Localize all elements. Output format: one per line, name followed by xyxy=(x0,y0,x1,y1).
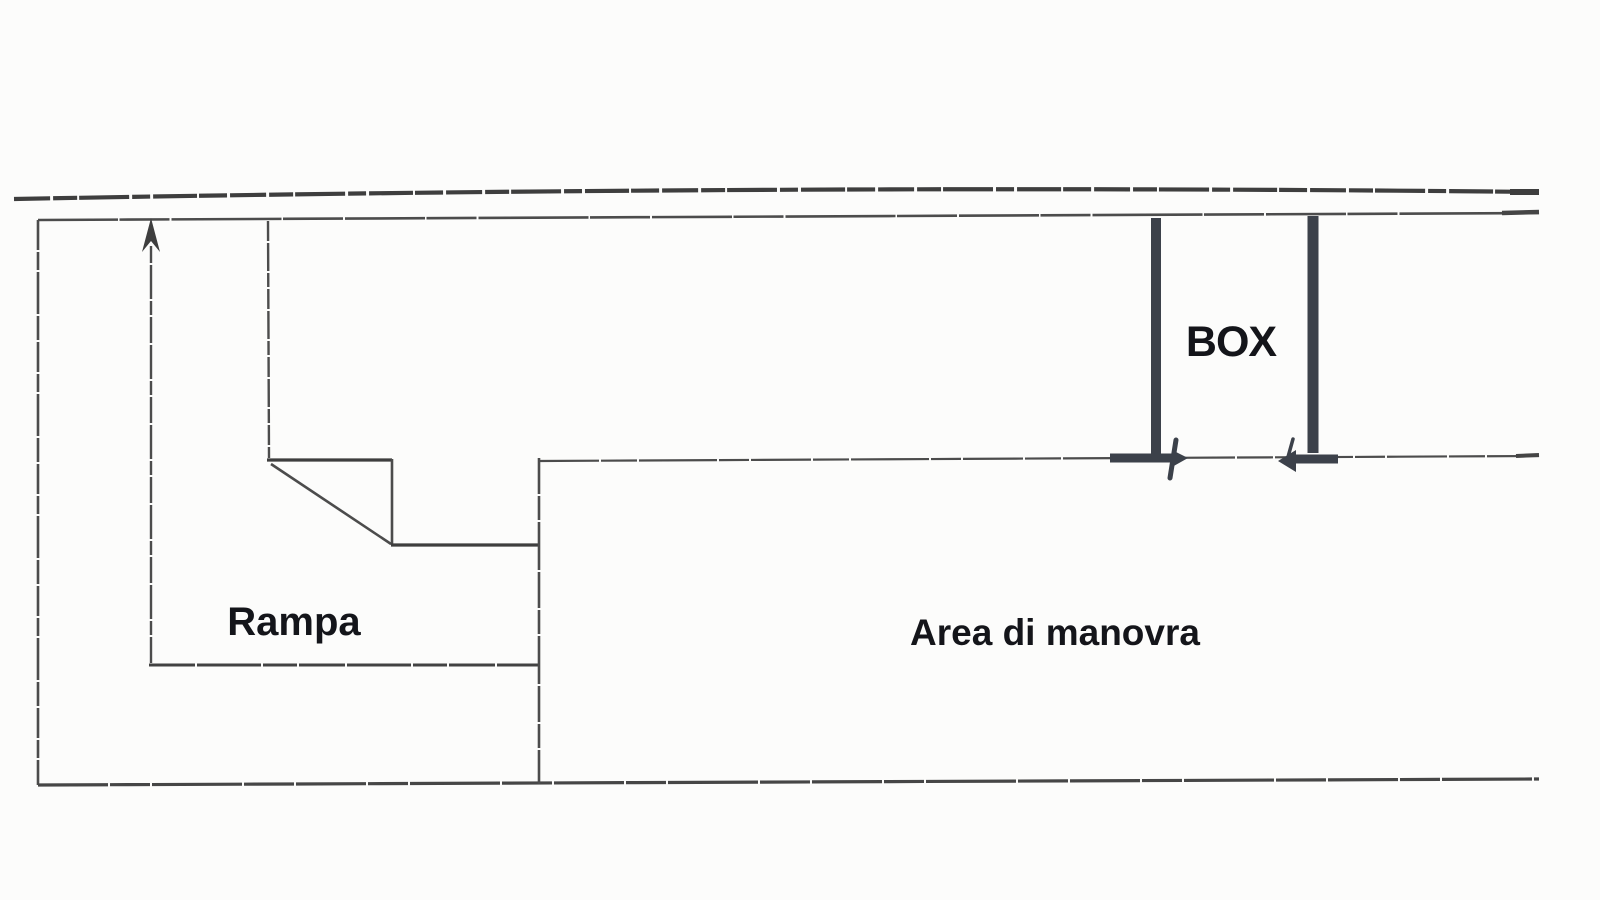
box-left-threshold-point xyxy=(1172,450,1188,467)
plan-geometry xyxy=(13,187,1540,787)
box-right-entry-arrowhead xyxy=(1278,450,1296,472)
ramp-left-upper-wall xyxy=(266,220,271,459)
label-box: BOX xyxy=(1186,318,1278,366)
label-area-di-manovra: Area di manovra xyxy=(910,612,1200,653)
inner-top-wall xyxy=(37,211,1540,222)
outer-top-wall xyxy=(13,187,1540,202)
label-rampa: Rampa xyxy=(227,600,361,644)
box-front-line xyxy=(538,454,1540,463)
bottom-boundary-wall xyxy=(37,777,1540,787)
box-right-dim-tick xyxy=(1286,437,1295,459)
box-front-right-end xyxy=(1515,453,1540,458)
ramp-direction-arrowhead xyxy=(142,218,160,252)
inner-top-right-end xyxy=(1501,209,1540,216)
ramp-slope-diagonal xyxy=(270,462,392,546)
